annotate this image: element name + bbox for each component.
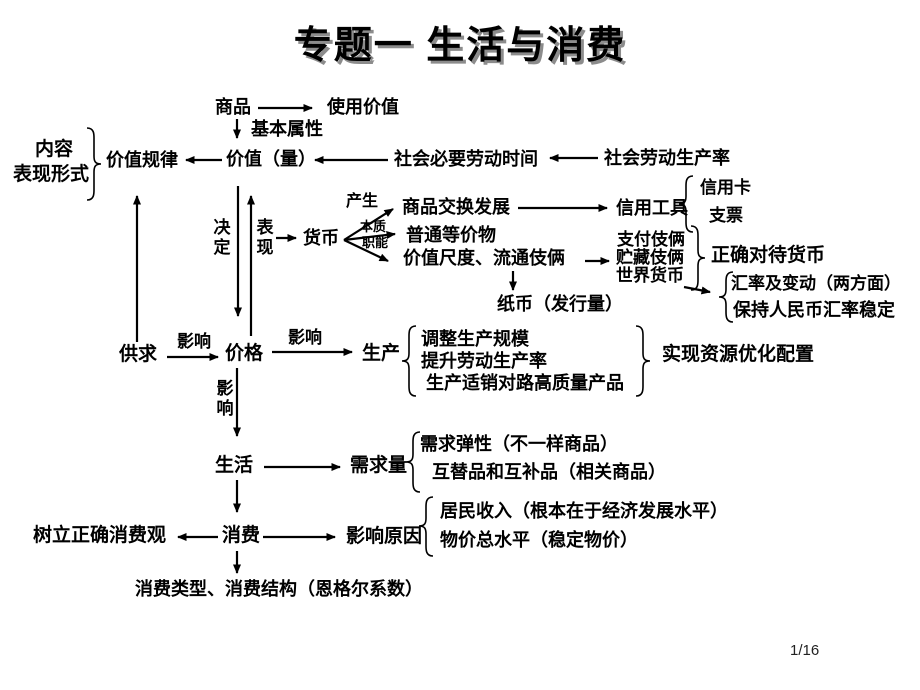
node-biaoxian-xingshi: 表现形式 <box>13 164 90 185</box>
node-jumin-shouru: 居民收入（根本在于经济发展水平） <box>440 501 728 521</box>
node-shijie-huobi: 世界货币 <box>616 266 684 285</box>
node-shenghuo: 生活 <box>215 455 254 476</box>
node-jiage: 价格 <box>225 343 264 364</box>
arrow-huobi-jiaohuan <box>343 208 394 241</box>
node-tisheng-shengchanlv: 提升劳动生产率 <box>421 351 547 371</box>
node-shiyong-jiazhi: 使用价值 <box>327 97 399 117</box>
node-xinyongka: 信用卡 <box>700 178 751 197</box>
node-zhengque-duidai-huobi: 正确对待货币 <box>711 245 826 266</box>
node-zhucang-shouduan: 贮藏伎俩 <box>616 248 684 267</box>
brace-xinyonggongju <box>678 175 694 233</box>
page-number: 1/16 <box>790 642 820 659</box>
node-huobi: 货币 <box>303 228 339 248</box>
node-shehui-biyao-laodong-shijian: 社会必要劳动时间 <box>394 149 538 169</box>
node-jiazhi-guilv: 价值规律 <box>106 150 178 170</box>
edge-label-biaoxian: 表现 <box>256 218 274 257</box>
arrow-huobi-zhineng <box>343 239 389 262</box>
node-hutipin-hubupin: 互替品和互补品（相关商品） <box>432 462 666 482</box>
node-shuli-xiaofeiguan: 树立正确消费观 <box>33 525 167 546</box>
edge-label-zhineng: 职能 <box>362 235 389 250</box>
edge-label-yingxiang-1: 影响 <box>177 332 211 351</box>
brace-yingxiangyuanyin <box>418 496 434 557</box>
node-tiaozheng-guimo: 调整生产规模 <box>421 329 529 349</box>
arrow-shijiehuobi-huilv <box>683 285 711 295</box>
brace-shengchan <box>401 325 417 397</box>
node-shixiao-duilu: 生产适销对路高质量产品 <box>426 373 624 393</box>
label-jiben-shuxing: 基本属性 <box>251 119 323 139</box>
brace-ziyuan-youhua <box>635 325 651 397</box>
node-baochi-huilv-wending: 保持人民币汇率稳定 <box>733 300 895 320</box>
node-zhifu-shouduan: 支付伎俩 <box>617 230 685 249</box>
brace-zhengqueduidai <box>690 225 706 291</box>
edge-label-jueding: 决定 <box>213 218 231 257</box>
brace-huilv <box>718 271 734 323</box>
node-gongqiu: 供求 <box>119 344 158 365</box>
node-shangpin: 商品 <box>215 97 251 117</box>
brace-jiazhiguilv <box>86 127 102 201</box>
edge-label-benzhi: 本质 <box>360 219 387 234</box>
node-shehui-laodong-shengchanlv: 社会劳动生产率 <box>604 148 730 168</box>
node-jiazhi-liang: 价值（量） <box>226 149 316 169</box>
node-shengchan: 生产 <box>362 343 401 364</box>
node-xinyong-gongju: 信用工具 <box>616 198 688 218</box>
node-zhibi-faxingliang: 纸币（发行量） <box>497 294 623 314</box>
node-jiazhi-chidu-liutong: 价值尺度、流通伎俩 <box>403 248 565 268</box>
node-xiaofei: 消费 <box>222 525 261 546</box>
node-shangpin-jiaohuan-fazhan: 商品交换发展 <box>402 197 510 217</box>
edge-label-chansheng: 产生 <box>346 193 379 210</box>
edge-label-yingxiang-3: 影响 <box>216 379 234 418</box>
node-xiaofei-leixing-jiegou: 消费类型、消费结构（恩格尔系数） <box>135 579 423 599</box>
arrow-huobi-dengjiawu <box>343 231 396 242</box>
node-xuqiu-tanxing: 需求弹性（不一样商品） <box>420 434 618 454</box>
node-xuqiuliang: 需求量 <box>350 455 408 476</box>
node-huilv-biandong: 汇率及变动（两方面） <box>731 274 901 293</box>
node-putong-dengjiawu: 普通等价物 <box>406 225 496 245</box>
slide-title: 专题一 生活与消费 <box>293 25 627 67</box>
node-neirong: 内容 <box>35 139 74 160</box>
node-wujia-zongshuiping: 物价总水平（稳定物价） <box>440 530 638 550</box>
brace-xuqiuliang <box>405 431 421 493</box>
node-yingxiang-yuanyin: 影响原因 <box>346 526 423 547</box>
edge-label-yingxiang-2: 影响 <box>288 328 322 347</box>
node-zhipiao: 支票 <box>709 206 743 225</box>
node-shixian-ziyuan-youhua: 实现资源优化配置 <box>662 344 815 365</box>
